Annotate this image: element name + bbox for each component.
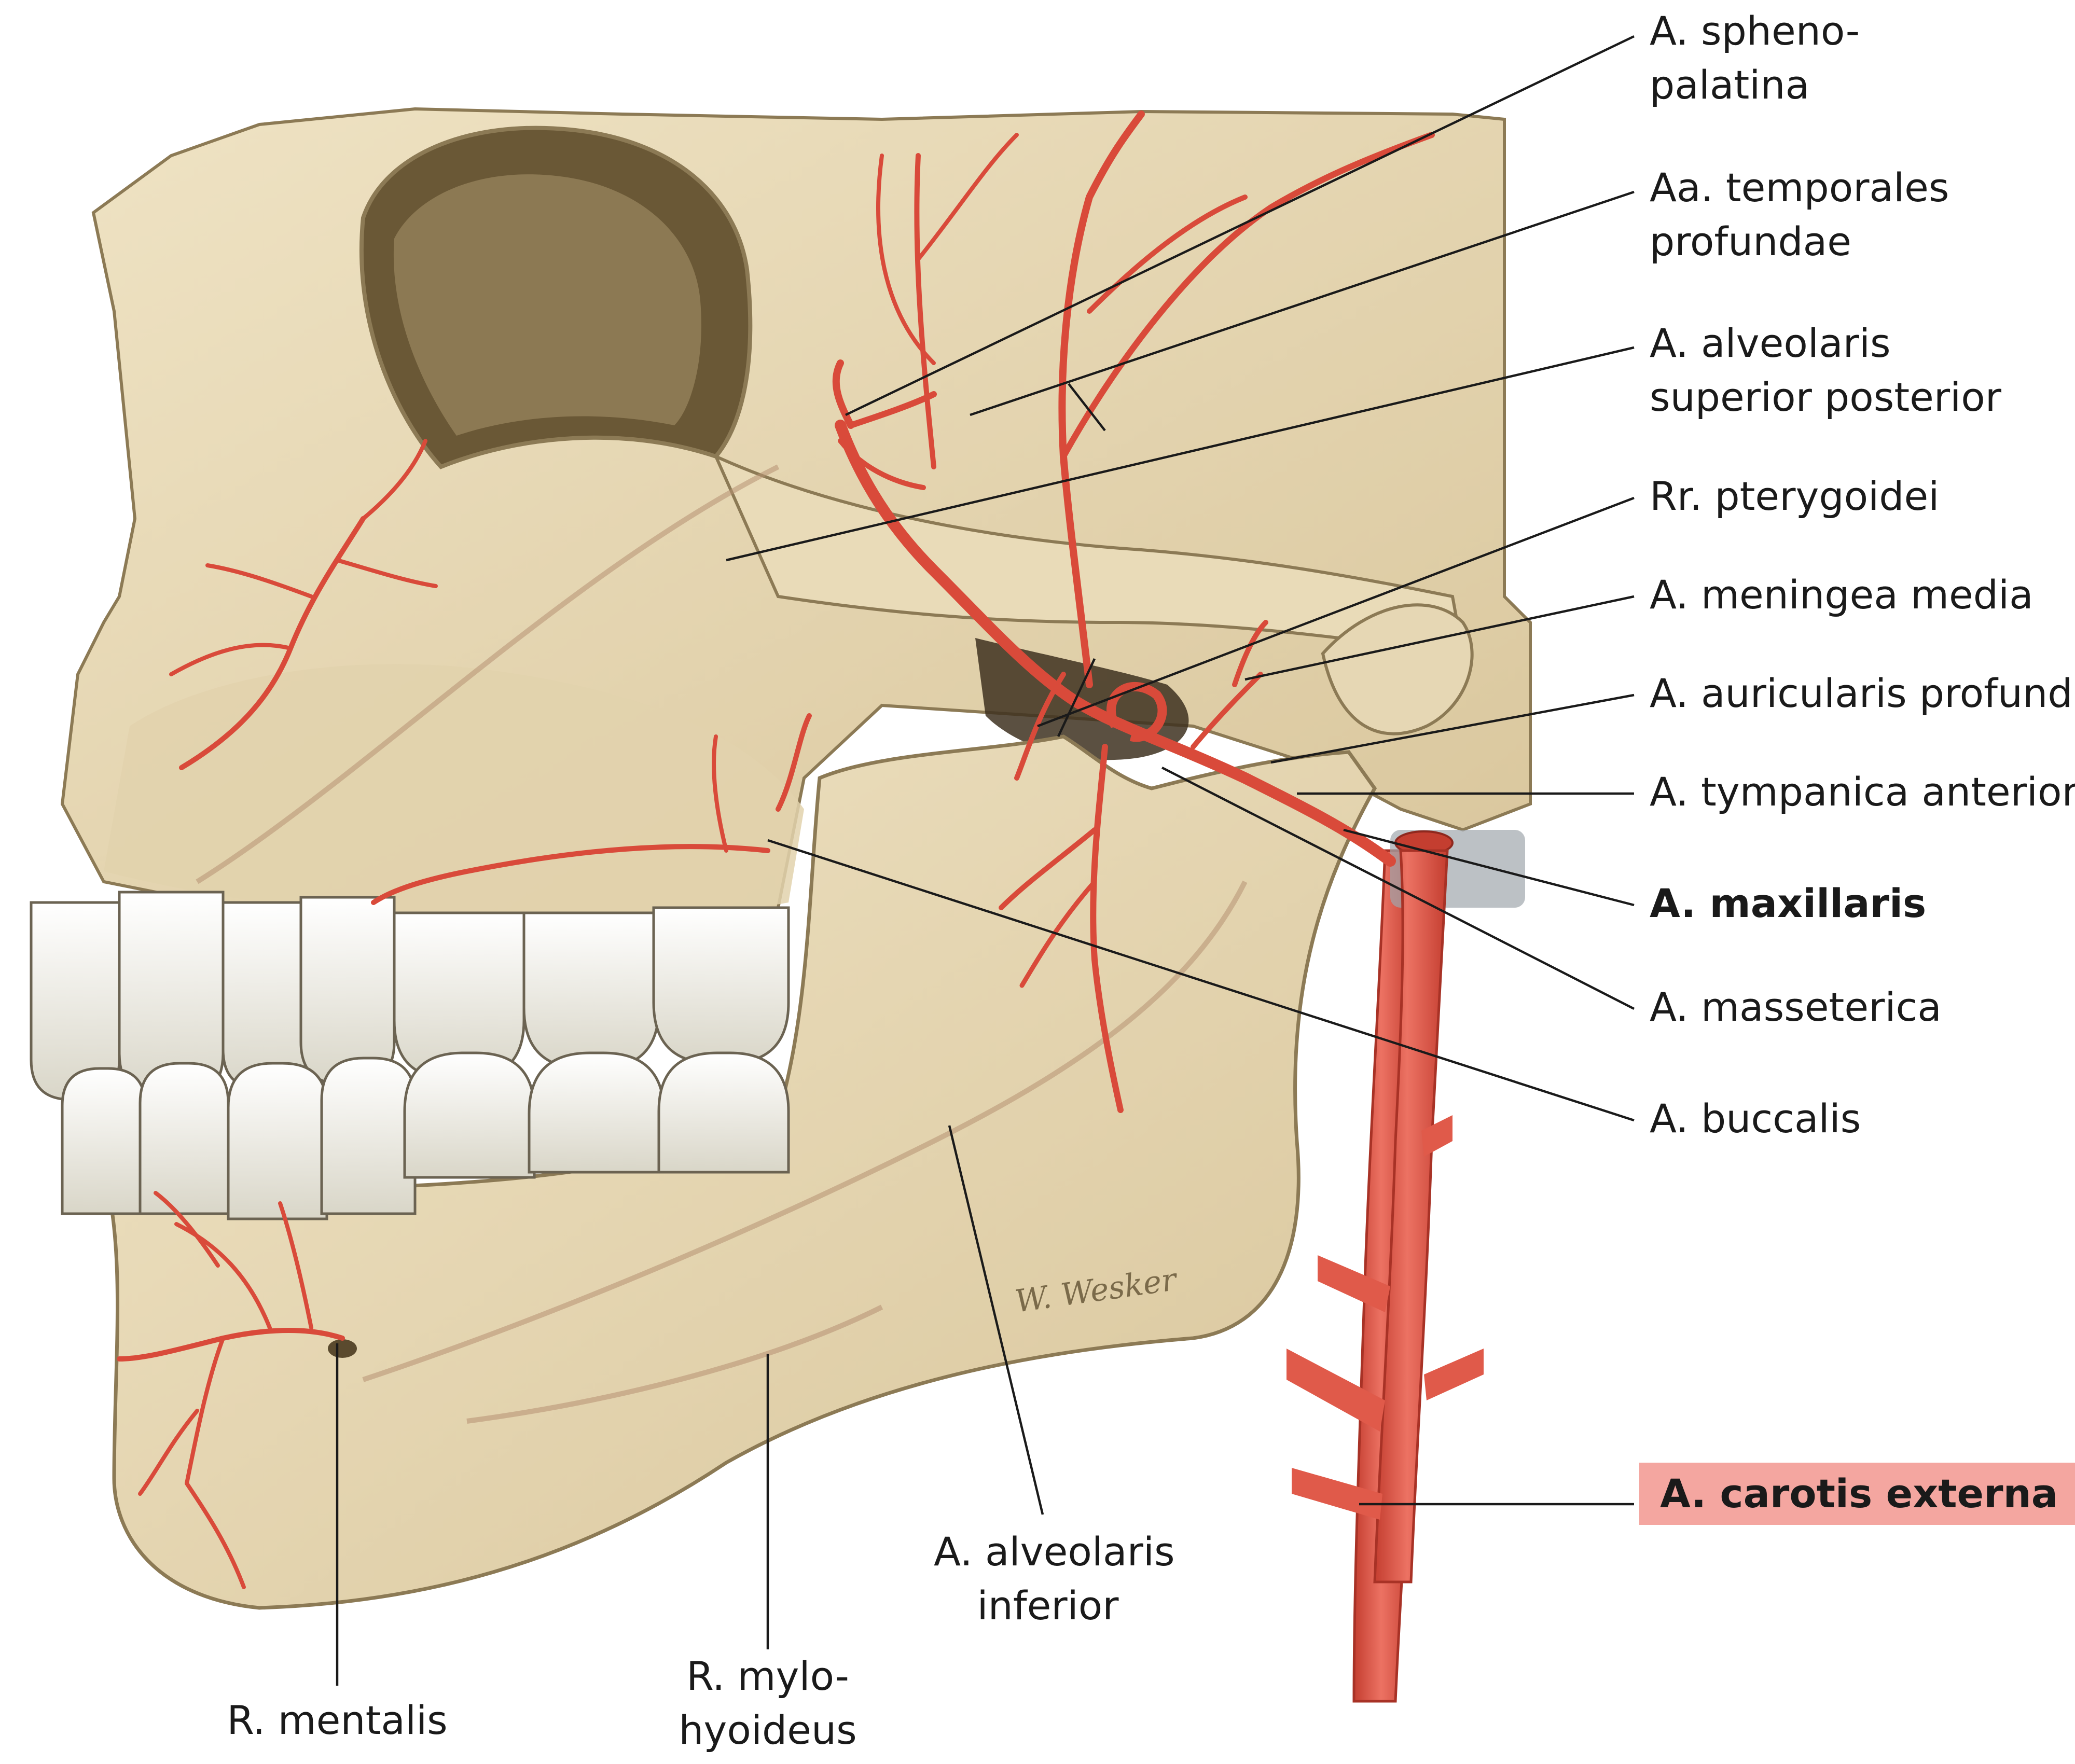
condyle (1321, 603, 1474, 735)
leader-buccalis (767, 839, 1635, 1122)
label-maxillaris: A. maxillaris (1650, 880, 1927, 926)
label-auricularis: A. auricularis profunda (1650, 670, 2075, 716)
leader-pterygoidei-2 (1057, 658, 1096, 737)
label-mylohyoideus: R. mylo-hyoideus (679, 1653, 857, 1753)
lower-tooth (320, 1057, 417, 1215)
maxillaris-artery (835, 420, 1396, 867)
label-spheno: A. spheno-palatina (1650, 8, 1860, 108)
zygomatic-arch (713, 453, 1465, 656)
label-mentalis: R. mentalis (227, 1697, 448, 1743)
bone-canal-lines (196, 464, 1248, 1424)
lower-tooth (61, 1067, 147, 1215)
upper-tooth (222, 901, 313, 1091)
leader-spheno (845, 35, 1635, 416)
lower-tooth (139, 1062, 230, 1215)
leader-pterygoidei-1 (1037, 496, 1635, 728)
leader-temporales (970, 190, 1635, 416)
lower-tooth (403, 1051, 536, 1179)
mental-foramen (328, 1339, 357, 1358)
lower-tooth (528, 1051, 666, 1174)
label-pterygoidei: Rr. pterygoidei (1650, 473, 1940, 519)
leader-maxillaris (1343, 828, 1635, 907)
leader-alveolaris-sup (726, 346, 1635, 562)
orbit-inner (393, 174, 701, 436)
label-tympanica: A. tympanica anterior (1650, 769, 2075, 815)
upper-tooth (522, 911, 660, 1070)
maxilla (104, 664, 804, 920)
lower-tooth (657, 1051, 790, 1174)
leader-auricularis (1270, 693, 1635, 764)
label-carotis: A. carotis externa (1639, 1463, 2075, 1525)
upper-tooth (299, 896, 396, 1086)
lower-tooth (227, 1062, 328, 1220)
upper-tooth (652, 906, 790, 1065)
lower-teeth (61, 1051, 790, 1220)
label-meningea: A. meningea media (1650, 572, 2034, 618)
label-buccalis: A. buccalis (1650, 1095, 1861, 1142)
label-masseterica: A. masseterica (1650, 984, 1942, 1030)
leader-temporales-fork (1068, 383, 1106, 432)
leader-meningea (1244, 595, 1635, 681)
artery-tree (117, 110, 1525, 1703)
leader-masseterica (1161, 766, 1635, 1010)
leader-lines (336, 35, 1635, 1686)
leader-alveolaris-inf (948, 1125, 1044, 1515)
